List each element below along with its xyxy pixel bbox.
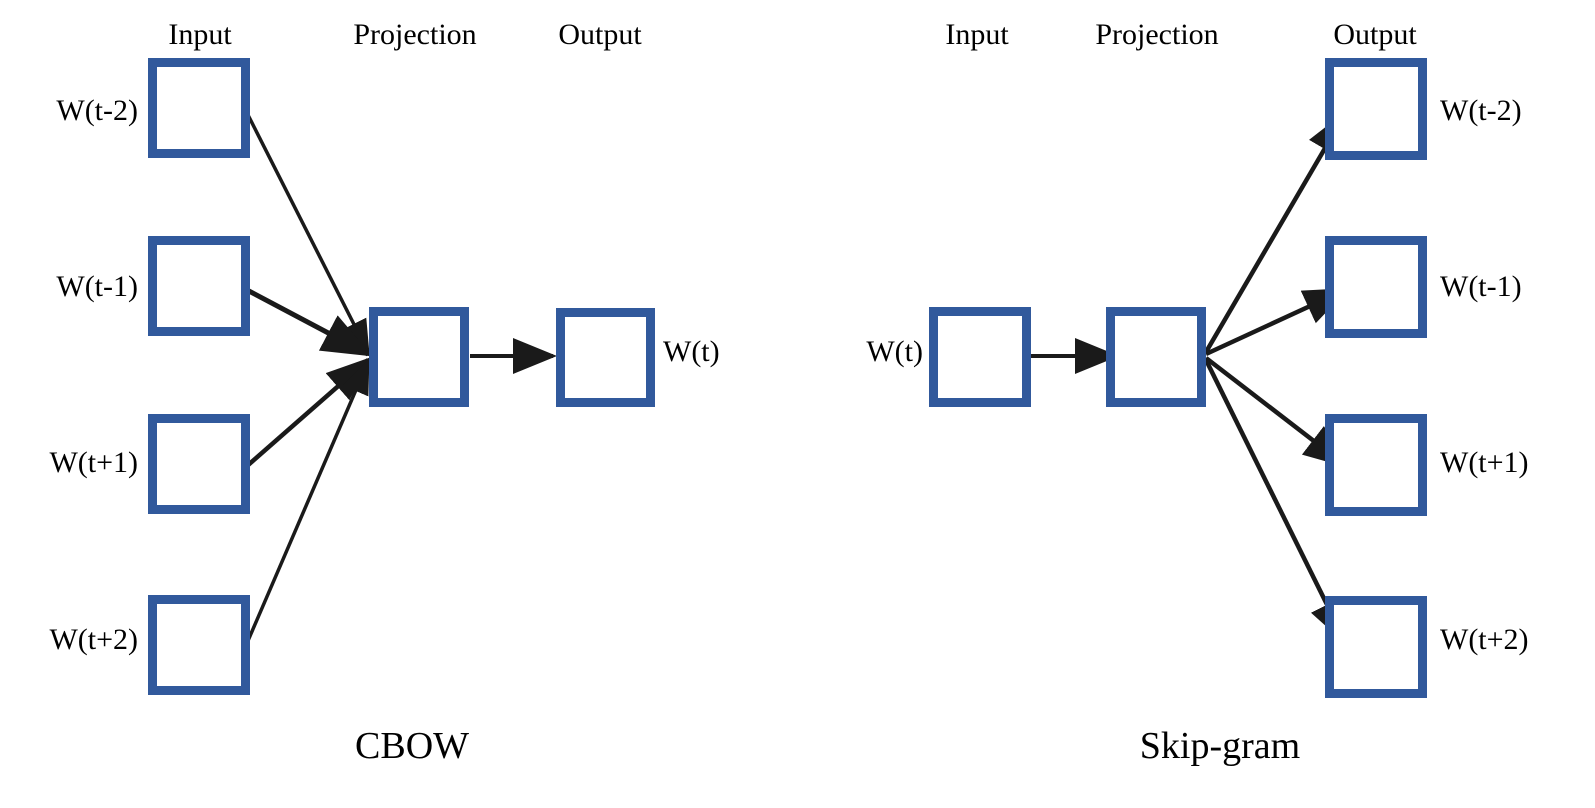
- skipgram-output-label-0: W(t-2): [1440, 94, 1522, 127]
- cbow-projection-box[interactable]: [369, 307, 469, 407]
- cbow-input-box-1[interactable]: [148, 236, 250, 336]
- skipgram-header-projection: Projection: [1095, 18, 1219, 51]
- skipgram-output-box-3[interactable]: [1325, 596, 1427, 698]
- cbow-input-label-0: W(t-2): [56, 94, 138, 127]
- cbow-input-box-3[interactable]: [148, 595, 250, 695]
- cbow-header-projection: Projection: [353, 18, 477, 51]
- cbow-input-label-3: W(t+2): [49, 623, 138, 656]
- skipgram-header-input: Input: [945, 18, 1009, 51]
- cbow-header-input: Input: [168, 18, 232, 51]
- cbow-input-to-projection-edges: [245, 112, 373, 644]
- cbow-output-label: W(t): [663, 335, 720, 368]
- skipgram-output-box-1[interactable]: [1325, 236, 1427, 338]
- skipgram-output-label-1: W(t-1): [1440, 270, 1522, 303]
- skipgram-caption: Skip-gram: [1139, 725, 1301, 767]
- skipgram-projection-box[interactable]: [1106, 307, 1206, 407]
- skipgram-output-box-0[interactable]: [1325, 58, 1427, 160]
- skipgram-input-label: W(t): [866, 335, 923, 368]
- skipgram-header-output: Output: [1333, 18, 1417, 51]
- skipgram-output-label-3: W(t+2): [1440, 623, 1529, 656]
- cbow-caption: CBOW: [355, 725, 469, 767]
- cbow-input-label-1: W(t-1): [56, 270, 138, 303]
- cbow-input-box-2[interactable]: [148, 414, 250, 514]
- skipgram-output-box-2[interactable]: [1325, 414, 1427, 516]
- cbow-input-label-2: W(t+1): [49, 446, 138, 479]
- cbow-output-box[interactable]: [556, 308, 655, 407]
- cbow-input-box-0[interactable]: [148, 58, 250, 158]
- skipgram-projection-to-output-edges: [1203, 110, 1350, 646]
- skipgram-input-box[interactable]: [929, 307, 1031, 407]
- cbow-header-output: Output: [558, 18, 642, 51]
- skipgram-output-label-2: W(t+1): [1440, 446, 1529, 479]
